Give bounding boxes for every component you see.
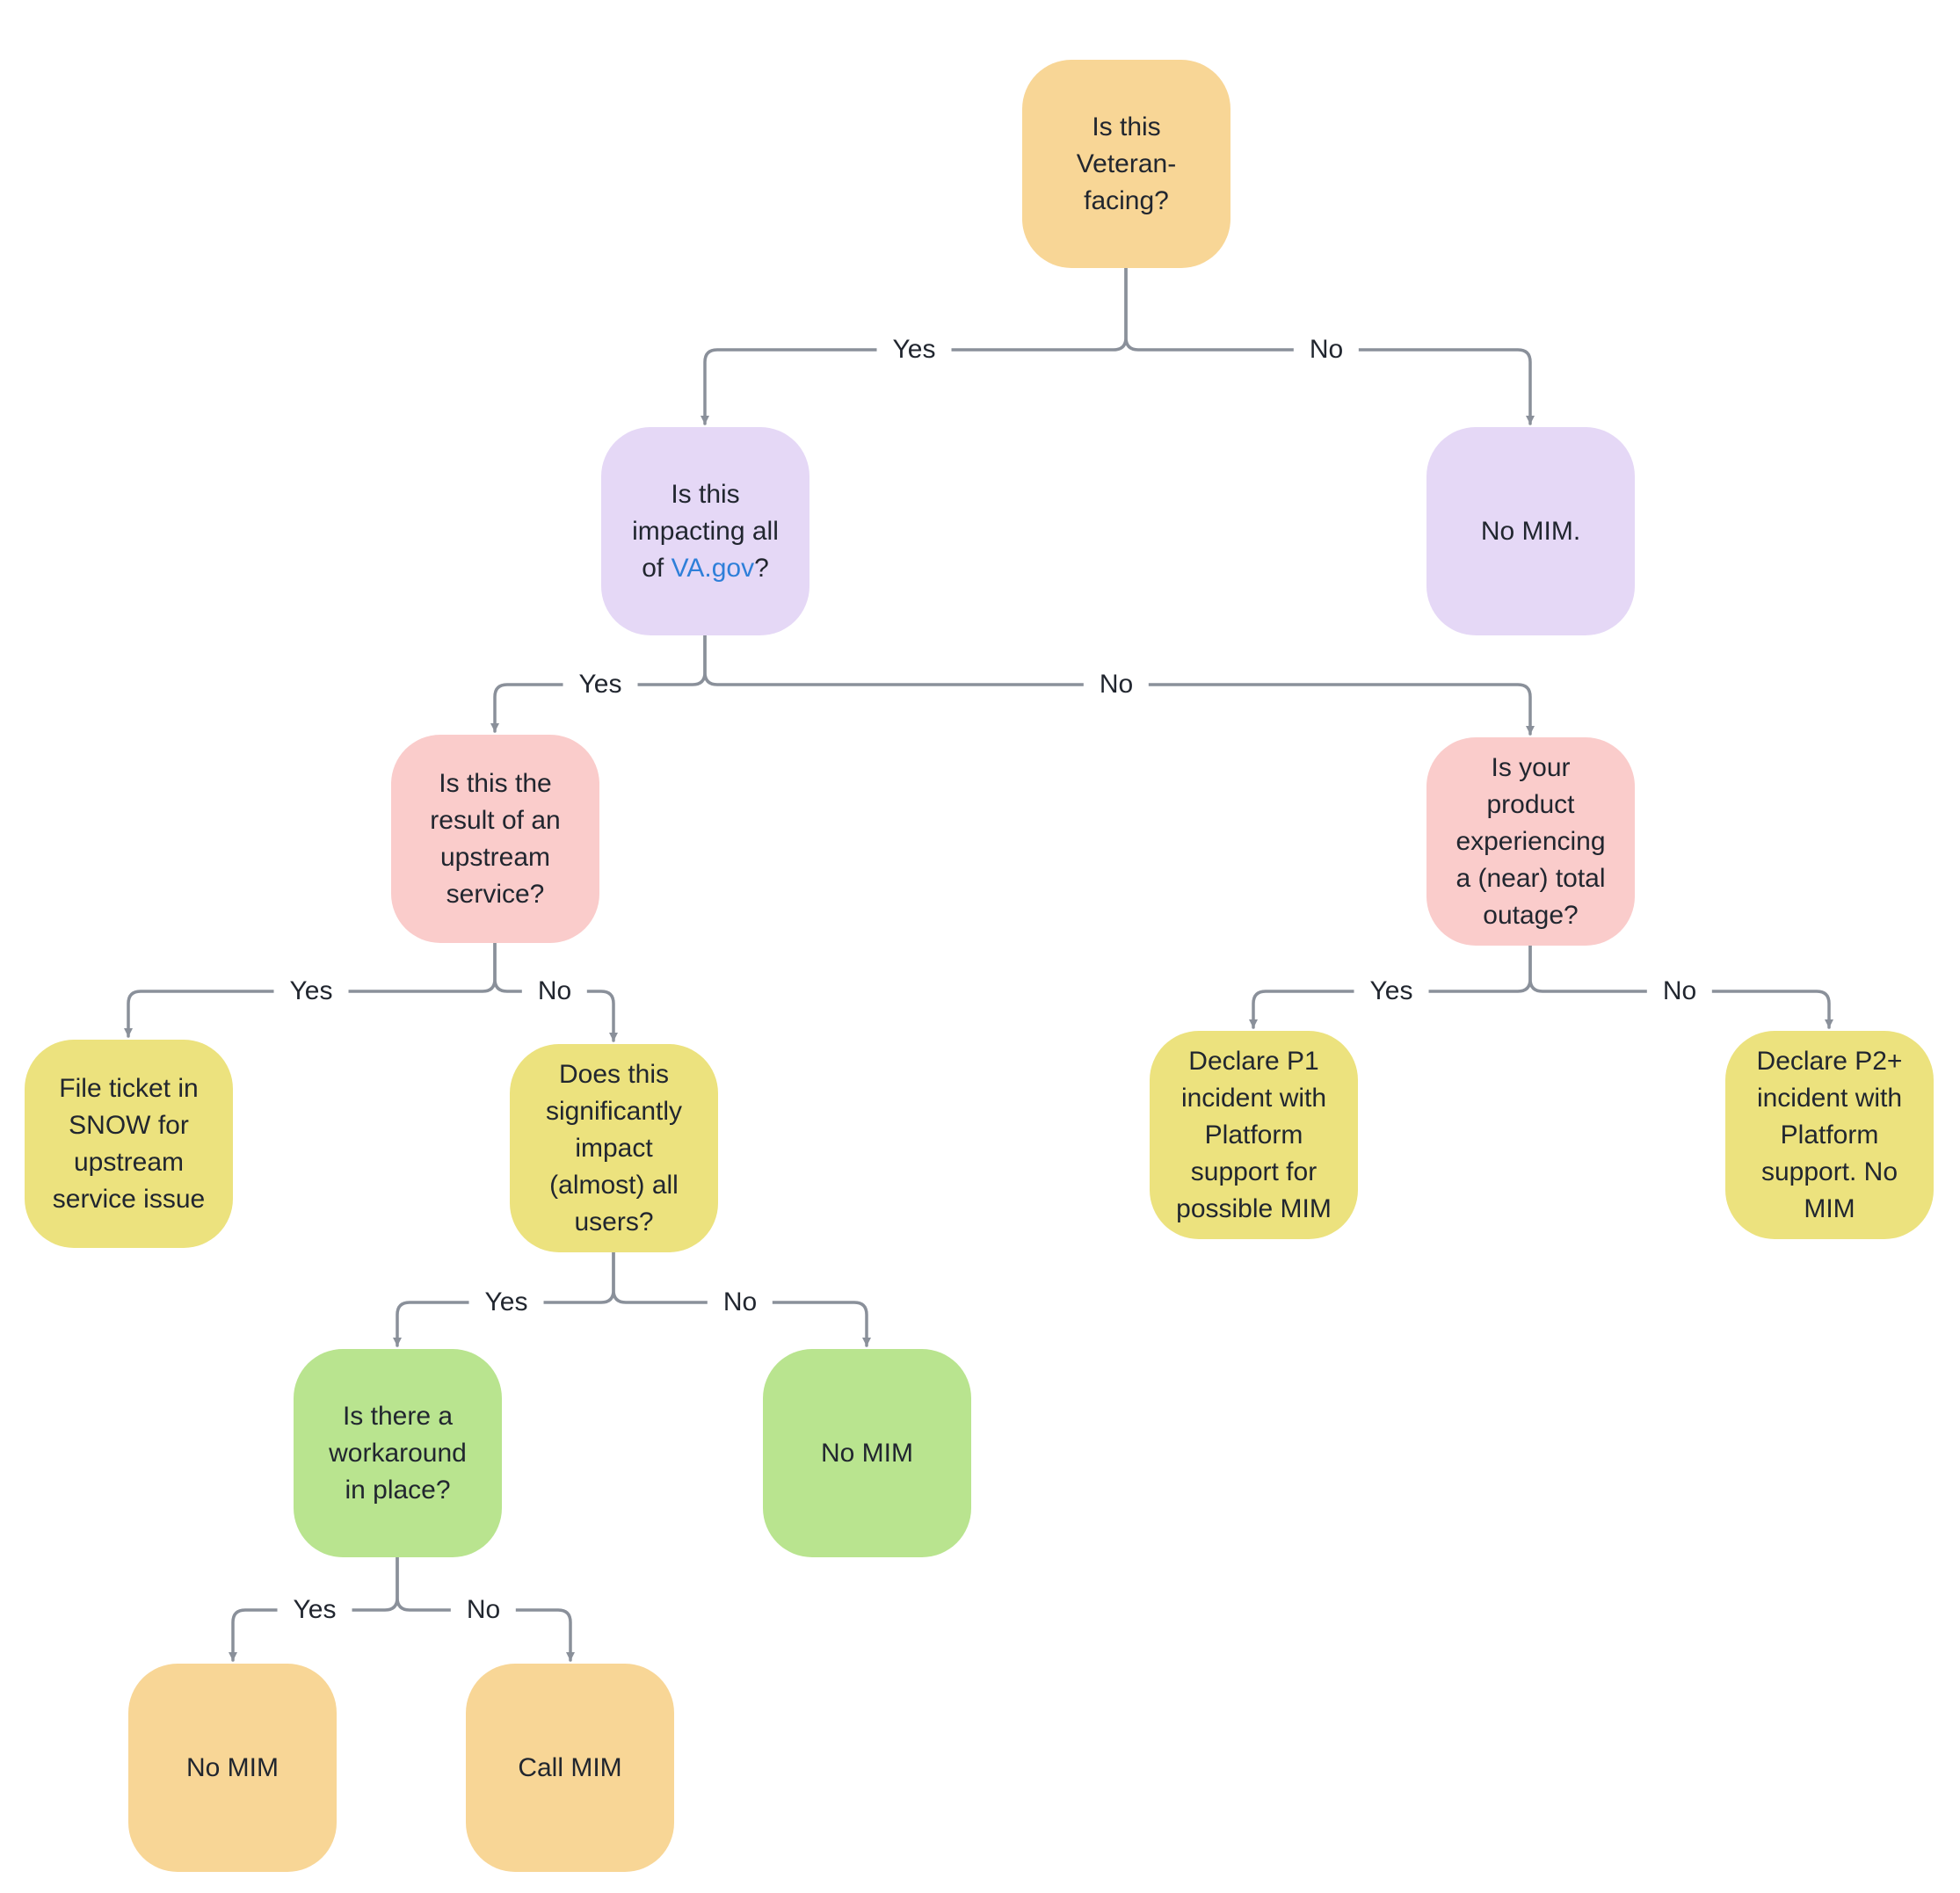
node-no-mim-minor-impact: No MIM <box>763 1349 971 1557</box>
edge-label-no: No <box>1646 972 1713 1011</box>
node-label: No MIM <box>186 1752 279 1782</box>
node-q-upstream-service: Is this the result of an upstream servic… <box>391 735 599 943</box>
node-label: Does this significantly impact (almost) … <box>545 1059 683 1237</box>
node-label: No MIM. <box>1480 516 1581 546</box>
edge-label-yes: Yes <box>1354 972 1429 1011</box>
node-label: Is this the result of an upstream servic… <box>430 768 561 909</box>
node-call-mim: Call MIM <box>466 1664 674 1872</box>
node-label: Is there a workaround in place? <box>329 1401 467 1505</box>
node-label: Declare P2+ incident with Platform suppo… <box>1756 1046 1903 1223</box>
node-q-veteran-facing: Is this Veteran-facing? <box>1022 60 1230 268</box>
node-label: Call MIM <box>518 1752 622 1782</box>
edge-label-no: No <box>521 972 588 1011</box>
node-label: Is your product experiencing a (near) to… <box>1455 752 1606 930</box>
node-label: Is this Veteran-facing? <box>1076 112 1177 215</box>
edge-label-no: No <box>1083 665 1150 704</box>
node-q-impacting-vagov: Is this impacting all of VA.gov? <box>601 427 809 635</box>
edge-label-yes: Yes <box>468 1283 544 1322</box>
edge-label-no: No <box>450 1591 517 1629</box>
edge-label-no: No <box>1293 330 1360 369</box>
node-q-total-outage: Is your product experiencing a (near) to… <box>1426 737 1635 946</box>
node-declare-p2plus: Declare P2+ incident with Platform suppo… <box>1725 1031 1934 1239</box>
edge-label-yes: Yes <box>563 665 638 704</box>
va-gov-link[interactable]: VA.gov <box>671 553 755 583</box>
edge-label-yes: Yes <box>277 1591 352 1629</box>
node-file-snow-ticket: File ticket in SNOW for upstream service… <box>25 1040 233 1248</box>
node-label-text: Is this impacting all of <box>632 479 779 583</box>
edge-label-no: No <box>707 1283 773 1322</box>
edge-label-yes: Yes <box>273 972 349 1011</box>
node-no-mim-not-veteran: No MIM. <box>1426 427 1635 635</box>
node-label: No MIM <box>821 1438 913 1468</box>
node-no-mim-workaround: No MIM <box>128 1664 337 1872</box>
node-label-text: ? <box>754 553 769 583</box>
node-label: File ticket in SNOW for upstream service… <box>52 1073 206 1214</box>
node-q-workaround: Is there a workaround in place? <box>294 1349 502 1557</box>
node-label: Is this impacting all of VA.gov? <box>624 476 787 587</box>
node-label: Declare P1 incident with Platform suppor… <box>1176 1046 1332 1223</box>
edge-label-yes: Yes <box>876 330 952 369</box>
node-q-significant-impact: Does this significantly impact (almost) … <box>510 1044 718 1252</box>
node-declare-p1: Declare P1 incident with Platform suppor… <box>1150 1031 1358 1239</box>
